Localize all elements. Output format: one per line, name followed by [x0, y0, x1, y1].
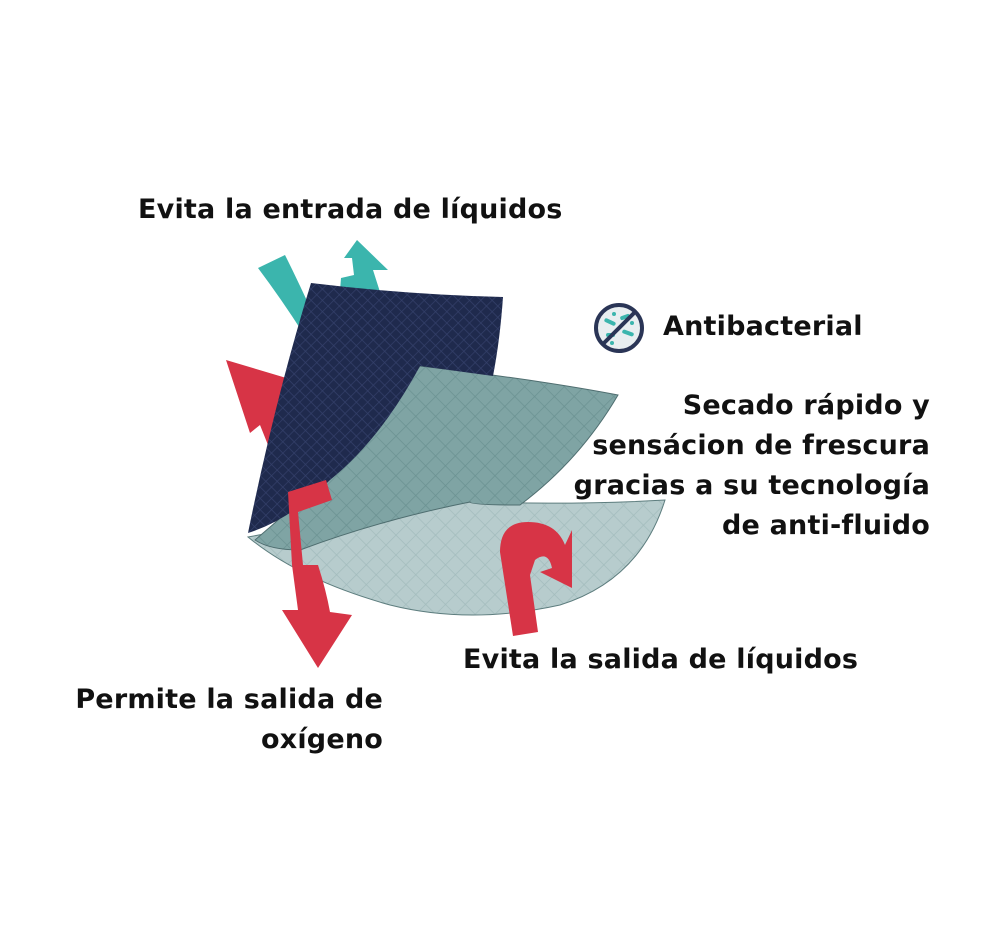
secado-line-2: sensácion de frescura	[592, 430, 930, 461]
label-antibacterial: Antibacterial	[663, 311, 863, 342]
red-arrow-down-icon	[282, 480, 352, 668]
secado-line-3: gracias a su tecnología	[573, 470, 930, 501]
oxigeno-line-1: Permite la salida de	[75, 684, 383, 715]
red-arrow-curve-icon	[500, 522, 572, 636]
antibacterial-icon	[592, 301, 646, 355]
label-evita-salida: Evita la salida de líquidos	[463, 644, 859, 675]
label-evita-entrada: Evita la entrada de líquidos	[138, 194, 563, 225]
teal-arrow-out-icon	[340, 240, 388, 292]
oxigeno-line-2: oxígeno	[260, 724, 383, 755]
secado-line-4: de anti-fluido	[721, 510, 930, 541]
label-salida-oxigeno: Permite la salida de oxígeno	[75, 680, 383, 760]
secado-line-1: Secado rápido y	[682, 390, 930, 421]
label-secado-rapido: Secado rápido y sensácion de frescura gr…	[574, 386, 930, 546]
